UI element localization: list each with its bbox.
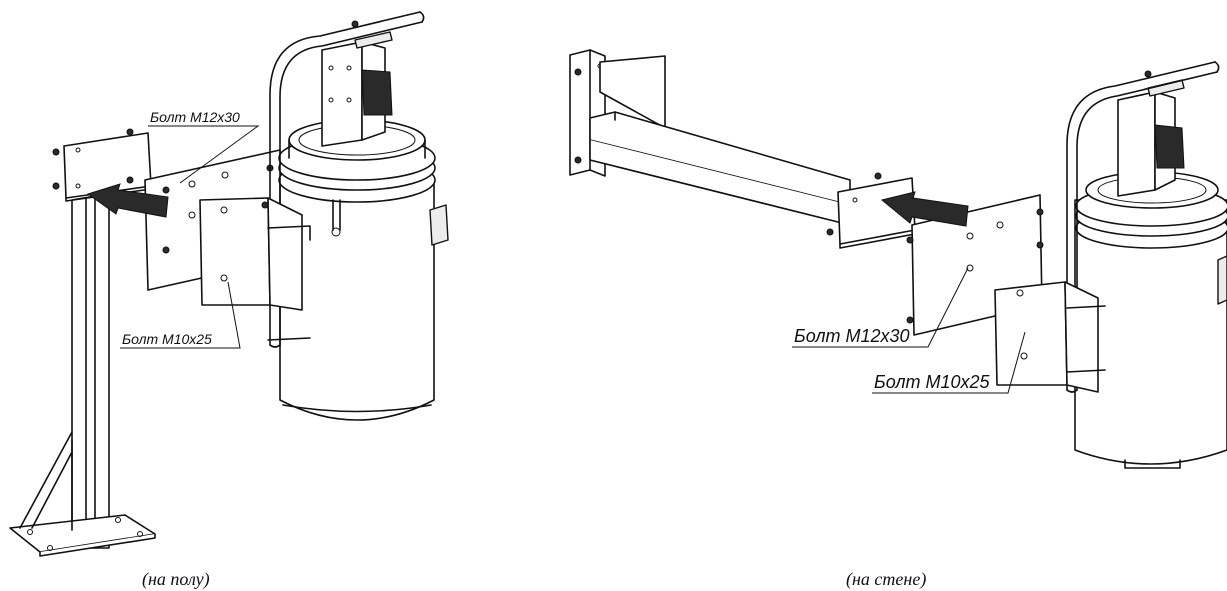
- right-bolt-m12-label: Болт М12х30: [794, 326, 910, 346]
- front-bracket: [199, 197, 311, 341]
- wall-plate: [569, 49, 666, 177]
- wall-motor-block: [1117, 70, 1185, 197]
- left-bolt-m10-label: Болт М10х25: [122, 331, 212, 347]
- floor-stand-assembly: [9, 11, 449, 557]
- horizontal-beam: [589, 111, 851, 226]
- wall-support-pipe: [1066, 61, 1220, 393]
- mounting-direction-arrow: [86, 183, 169, 218]
- floor-stand-column: [9, 128, 156, 557]
- motor-block: [321, 20, 393, 147]
- wall-front-bracket: [994, 281, 1106, 393]
- support-pipe: [269, 11, 425, 348]
- dust-collector-drum: [278, 119, 449, 421]
- left-caption: (на полу): [142, 569, 210, 590]
- wall-mounting-direction-arrow: [880, 191, 969, 227]
- right-bolt-m10-label: Болт М10х25: [874, 372, 991, 392]
- right-caption: (на стене): [846, 569, 926, 590]
- wall-bracket-assembly: [569, 49, 1227, 469]
- left-bolt-m12-label: Болт М12х30: [150, 109, 240, 125]
